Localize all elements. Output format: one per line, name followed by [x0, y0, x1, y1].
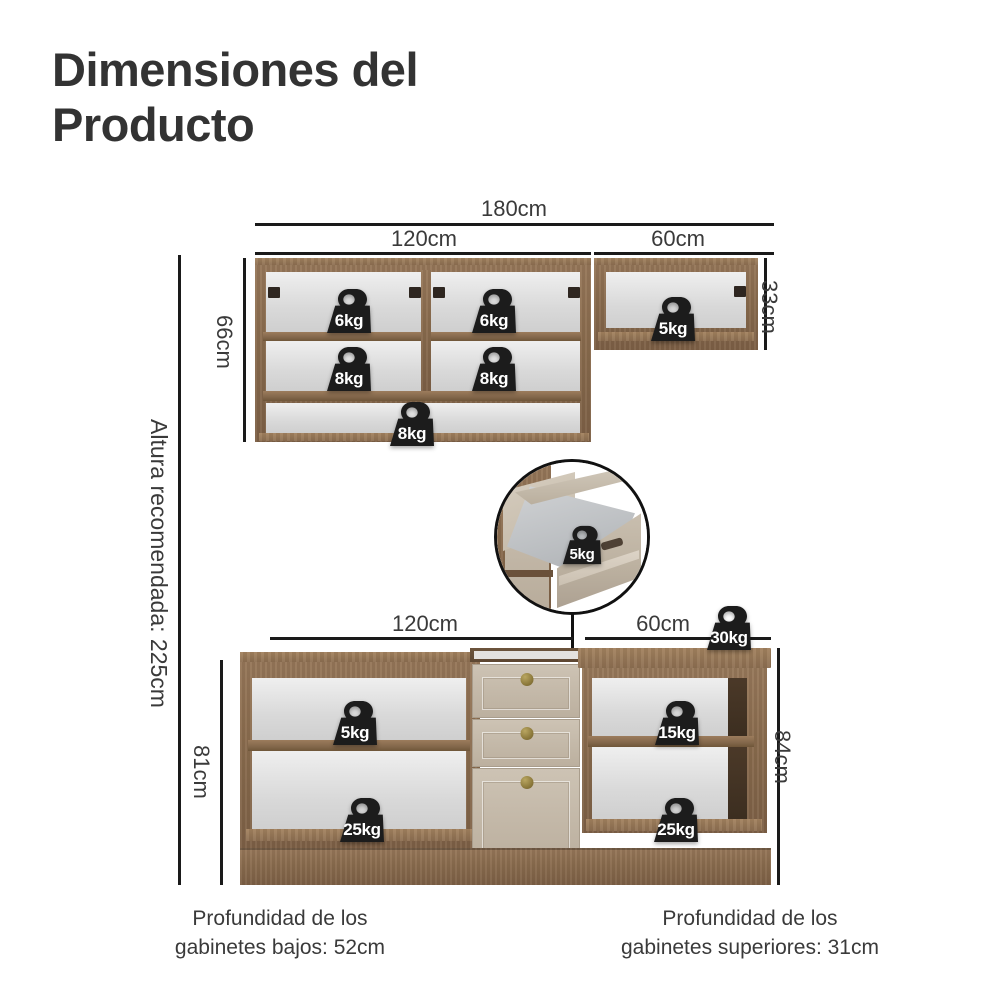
dim-label-upper-left-width: 120cm	[390, 226, 458, 251]
lower-cabinet	[240, 648, 771, 885]
hinge-icon	[409, 287, 421, 298]
dim-line-recommended-height	[178, 255, 181, 885]
callout-leader-line	[571, 600, 574, 660]
hinge-icon	[268, 287, 280, 298]
dim-line-upper-right-height	[764, 258, 767, 350]
drawer-detail-callout: 5kg	[494, 459, 650, 615]
drawer-knob-icon[interactable]	[520, 727, 534, 740]
weight-badge-drawer-detail: 5kg	[555, 523, 609, 567]
weight-value: 5kg	[340, 723, 370, 742]
lower-left-unit	[240, 652, 480, 857]
weight-badge-upper-bottom: 8kg	[381, 399, 443, 449]
dim-line-lower-left-width	[270, 637, 573, 640]
page-title: Dimensiones del Producto	[52, 43, 419, 152]
weight-value: 25kg	[657, 820, 695, 839]
dim-line-upper-total-width	[255, 223, 774, 226]
hinge-icon	[568, 287, 580, 298]
weight-value: 5kg	[569, 546, 595, 563]
lower-drawer-unit	[468, 648, 584, 866]
weight-value: 8kg	[334, 369, 364, 388]
vertical-divider	[421, 270, 431, 391]
dim-label-lower-left-width: 120cm	[391, 611, 459, 636]
cabinet-plinth	[240, 848, 771, 885]
weight-value: 6kg	[479, 311, 509, 330]
weight-value: 5kg	[658, 319, 688, 338]
weight-badge-lower-right-upper: 15kg	[646, 698, 708, 748]
weight-value: 30kg	[710, 628, 748, 647]
hinge-icon	[433, 287, 445, 298]
shelf-lower	[263, 391, 581, 401]
dim-label-lower-right-height: 84cm	[770, 730, 795, 784]
dim-label-upper-left-height: 66cm	[212, 315, 237, 369]
weight-value: 6kg	[334, 311, 364, 330]
hinge-icon	[734, 286, 746, 297]
caption-upper-depth: Profundidad de los gabinetes superiores:…	[621, 907, 879, 959]
weight-badge-upper-mid-left: 8kg	[318, 344, 380, 394]
dim-line-lower-right-width	[585, 637, 771, 640]
weight-value: 8kg	[397, 424, 427, 443]
dim-line-upper-left-width	[255, 252, 591, 255]
weight-badge-upper-top-right: 6kg	[463, 286, 525, 336]
caption-lower-depth: Profundidad de los gabinetes bajos: 52cm	[174, 907, 386, 959]
shelf-lower-left	[248, 740, 470, 751]
weight-badge-countertop: 30kg	[698, 603, 760, 653]
weight-value: 15kg	[658, 723, 696, 742]
weight-badge-upper-top-left: 6kg	[318, 286, 380, 336]
weight-badge-lower-right-bottom: 25kg	[645, 795, 707, 845]
countertop	[578, 648, 771, 668]
dim-label-upper-right-width: 60cm	[651, 226, 705, 251]
weight-badge-lower-left-bottom: 25kg	[331, 795, 393, 845]
drawer-knob-icon[interactable]	[520, 673, 534, 686]
dim-line-upper-left-height	[243, 258, 246, 442]
dim-label-recommended-height: Altura recomendada: 225cm	[146, 419, 172, 708]
weight-badge-upper-right-cabinet: 5kg	[642, 294, 704, 344]
weight-value: 8kg	[479, 369, 509, 388]
drawer-knob-icon[interactable]	[520, 776, 534, 789]
dim-label-upper-total-width: 180cm	[480, 196, 548, 221]
dim-label-lower-right-width: 60cm	[636, 611, 690, 636]
dim-label-upper-right-height: 33cm	[757, 280, 782, 334]
weight-badge-lower-left-upper: 5kg	[324, 698, 386, 748]
dim-line-lower-left-height	[220, 660, 223, 885]
drawer-front-middle[interactable]	[472, 719, 580, 767]
weight-badge-upper-mid-right: 8kg	[463, 344, 525, 394]
dim-line-lower-right-height	[777, 648, 780, 885]
weight-value: 25kg	[343, 820, 381, 839]
drawer-front-top[interactable]	[472, 664, 580, 718]
dim-line-upper-right-width	[594, 252, 774, 255]
dim-label-lower-left-height: 81cm	[189, 745, 214, 799]
